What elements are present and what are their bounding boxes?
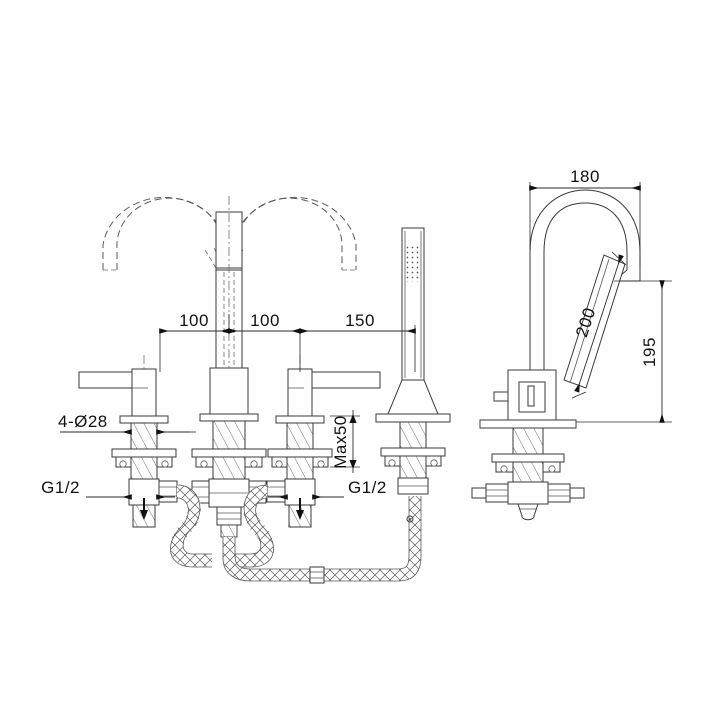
dim-150-label: 150	[345, 311, 375, 330]
spout-rotation-envelope-left	[102, 196, 223, 271]
note-inlet-right-label: G1/2	[348, 478, 387, 497]
dimension-195: 195	[576, 280, 672, 423]
note-4-dia-28: 4-Ø28	[58, 412, 196, 435]
handshower-assembly	[376, 228, 450, 494]
dimension-group-front-horizontal: 100 100 150	[159, 311, 416, 372]
handle-right	[267, 355, 380, 528]
dim-100-right-label: 100	[250, 311, 280, 330]
hose-assembly	[170, 484, 422, 583]
valve-body-side	[472, 370, 584, 520]
dim-100-left-label: 100	[179, 311, 209, 330]
dimension-max50: Max50	[330, 410, 360, 473]
dimension-200: 200	[571, 251, 627, 399]
side-elevation-view: 180 200 195	[472, 167, 672, 520]
note-4-dia-28-label: 4-Ø28	[58, 412, 108, 431]
front-elevation-view: 100 100 150 4-Ø28 G1/2 G1/2	[41, 196, 450, 583]
dimension-180-label: 180	[570, 167, 600, 186]
spout-rotation-envelope-right	[227, 196, 357, 271]
note-inlet-right: G1/2	[268, 478, 387, 520]
dimension-195-label: 195	[640, 337, 659, 367]
dimension-max50-label: Max50	[331, 415, 350, 469]
dimension-180: 180	[529, 167, 641, 268]
note-inlet-left-label: G1/2	[41, 478, 80, 497]
note-inlet-left: G1/2	[41, 478, 175, 520]
handle-left	[79, 355, 177, 528]
spout-center	[192, 196, 266, 538]
